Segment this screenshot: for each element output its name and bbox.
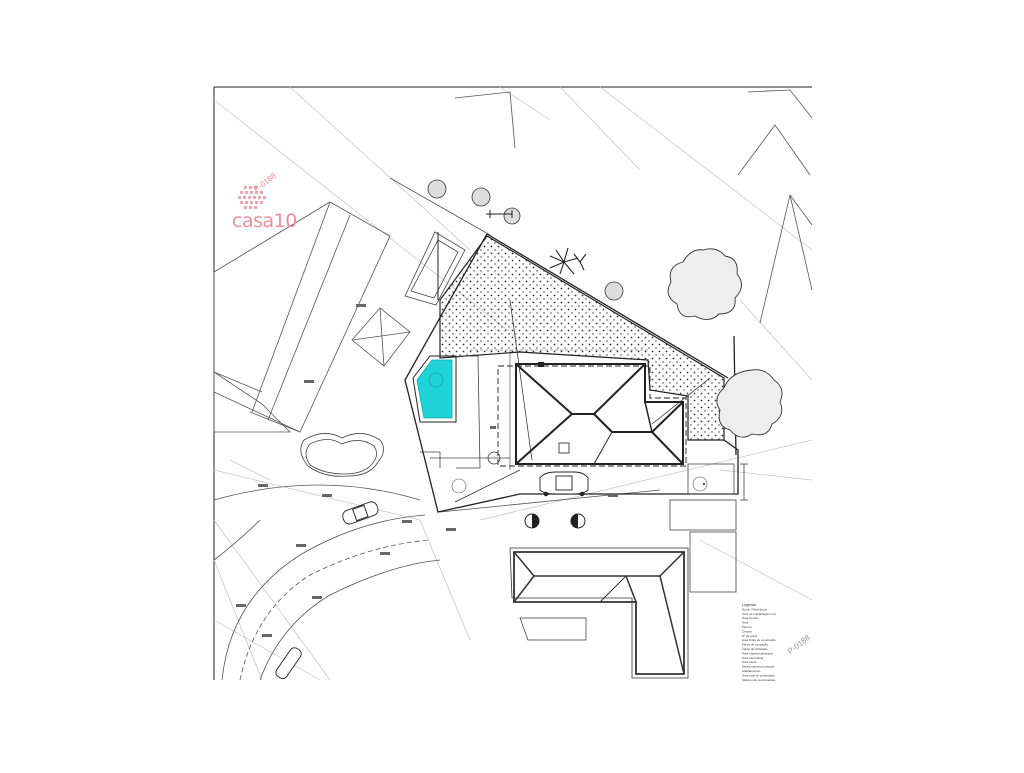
- legend-line: Piscina: [742, 625, 752, 629]
- legend-line: Área do lote: [742, 616, 759, 620]
- casa10-logo-text: casa10: [232, 210, 297, 232]
- legend-line: Sistema de coordenadas: [742, 678, 776, 682]
- legend-line: Área permeável: [742, 656, 764, 660]
- legend-line: Área total de construção: [742, 673, 775, 677]
- legend-line: Área verde: [742, 660, 757, 664]
- legend-line: Área: [742, 621, 749, 625]
- legend-line: Índice de utilização: [742, 647, 768, 651]
- legend-line: Índice de ocupação: [742, 643, 768, 647]
- legend-line: Legenda: [742, 603, 756, 607]
- plan-small-labels: [236, 304, 618, 637]
- neighbor-pools: [300, 231, 466, 477]
- main-house: [470, 349, 687, 470]
- legend-line: Afastamentos: [742, 669, 761, 673]
- right-side-annexes: [669, 463, 748, 593]
- casa10-watermark: casa10: [232, 184, 312, 240]
- swimming-pool: [412, 355, 457, 423]
- neighbor-lot-shapes: [454, 89, 813, 324]
- trees: [427, 179, 624, 465]
- legend-line: Nome / Referência: [742, 607, 767, 611]
- car-left: [342, 501, 379, 525]
- terrace-outline: [420, 355, 510, 469]
- direction-symbols: [451, 476, 708, 529]
- cars: [275, 471, 589, 680]
- legend-line: Área bruta de construção: [742, 638, 776, 642]
- car-bottom: [275, 647, 302, 680]
- legend-line: Estacionamento privado: [742, 665, 775, 669]
- casa10-logo-icon: [238, 186, 266, 209]
- neighbor-building-bottom: [509, 547, 689, 679]
- background-lines: [213, 86, 813, 681]
- roads: [213, 177, 661, 681]
- large-trees: [667, 248, 783, 438]
- pavilion: [351, 307, 411, 367]
- scale-marks: [437, 210, 711, 503]
- legend-line: Área de implantação (m²): [742, 612, 776, 616]
- car-driveway: [539, 471, 589, 497]
- palm-tree: [549, 247, 587, 275]
- legend-line: Cércea: [742, 629, 752, 633]
- neighbor-building-left: [213, 201, 391, 433]
- legend-line: Nº de pisos: [742, 634, 758, 638]
- legend-line: Área impermeabilizada: [742, 651, 773, 655]
